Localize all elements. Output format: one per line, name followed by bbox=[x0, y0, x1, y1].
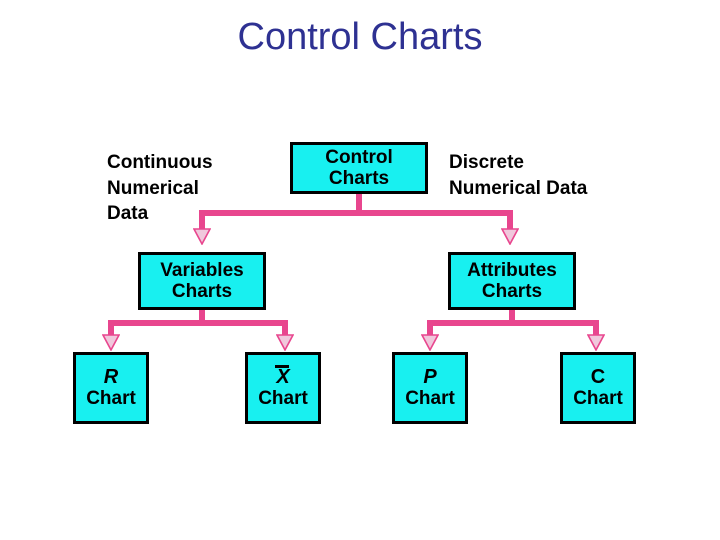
node-variables-charts-line1: Variables bbox=[160, 259, 244, 281]
node-attributes-charts[interactable]: Attributes Charts bbox=[448, 252, 576, 310]
node-c-chart-word: Chart bbox=[573, 387, 623, 409]
edge-attributes-trunk bbox=[427, 320, 599, 326]
node-control-charts[interactable]: Control Charts bbox=[290, 142, 428, 194]
arrowhead-xbar-chart bbox=[276, 334, 294, 351]
edge-variables-trunk bbox=[108, 320, 288, 326]
page-title: Control Charts bbox=[237, 16, 483, 58]
arrowhead-variables bbox=[193, 228, 211, 245]
label-discrete-numerical-data: Discrete Numerical Data bbox=[449, 152, 588, 199]
arrowhead-c-chart bbox=[587, 334, 605, 351]
node-variables-charts-line2: Charts bbox=[171, 281, 233, 302]
node-control-charts-line1: Control bbox=[325, 146, 393, 168]
node-p-chart-symbol: P bbox=[423, 365, 437, 388]
edge-attributes-to-c bbox=[593, 320, 599, 336]
edge-attributes-to-p bbox=[427, 320, 433, 336]
node-xbar-chart[interactable]: X Chart bbox=[245, 352, 321, 424]
node-xbar-chart-word: Chart bbox=[258, 387, 308, 409]
node-attributes-charts-line1: Attributes bbox=[467, 259, 557, 281]
label-continuous-numerical-data: Continuous Numerical Data bbox=[107, 152, 213, 225]
node-control-charts-line2: Charts bbox=[328, 168, 390, 189]
node-attributes-charts-line2: Charts bbox=[481, 281, 543, 302]
edge-variables-stem bbox=[199, 310, 205, 323]
node-p-chart-word: Chart bbox=[405, 387, 455, 409]
node-xbar-chart-symbol: X bbox=[275, 364, 290, 388]
edge-root-to-variables bbox=[199, 210, 205, 229]
node-variables-charts[interactable]: Variables Charts bbox=[138, 252, 266, 310]
arrowhead-p-chart bbox=[421, 334, 439, 351]
edge-variables-to-r bbox=[108, 320, 114, 336]
edge-root-stem bbox=[356, 194, 362, 213]
edge-attributes-stem bbox=[509, 310, 515, 323]
edge-root-trunk bbox=[199, 210, 513, 216]
edge-root-to-attributes bbox=[507, 210, 513, 229]
node-r-chart-word: Chart bbox=[86, 387, 136, 409]
node-c-chart-symbol: C bbox=[590, 365, 606, 388]
node-c-chart[interactable]: C Chart bbox=[560, 352, 636, 424]
edge-variables-to-xbar bbox=[282, 320, 288, 336]
arrowhead-r-chart bbox=[102, 334, 120, 351]
node-p-chart[interactable]: P Chart bbox=[392, 352, 468, 424]
arrowhead-attributes bbox=[501, 228, 519, 245]
node-r-chart[interactable]: R Chart bbox=[73, 352, 149, 424]
node-r-chart-symbol: R bbox=[103, 365, 119, 388]
